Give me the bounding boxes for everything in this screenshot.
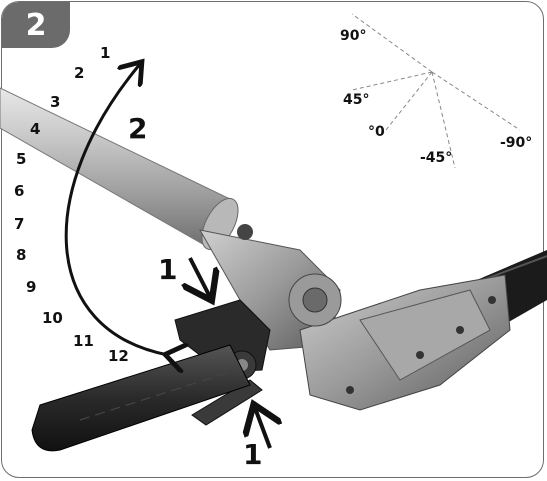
angle-label-90: 90° (340, 28, 367, 44)
position-number: 3 (50, 93, 61, 111)
position-number: 5 (16, 150, 27, 168)
position-number: 1 (100, 44, 111, 62)
position-number: 7 (14, 215, 25, 233)
angle-label-minus-90: -90° (500, 135, 533, 151)
angle-label-0: °0 (368, 124, 385, 140)
step-badge: 2 (2, 2, 70, 48)
position-number: 10 (42, 309, 63, 327)
position-number: 6 (14, 182, 25, 200)
position-number: 11 (73, 332, 94, 350)
shaft (0, 87, 239, 251)
step-one-top-label: 1 (158, 253, 178, 286)
position-number: 9 (26, 278, 37, 296)
step-two-label: 2 (128, 112, 148, 145)
position-number: 12 (108, 347, 129, 365)
up-arrow-icon (255, 408, 270, 449)
step-one-bottom-label: 1 (243, 438, 263, 471)
handle-grip (31, 344, 251, 452)
angle-label-45: 45° (343, 92, 370, 108)
angle-guide (351, 13, 521, 169)
angle-label-minus-45: -45° (420, 150, 453, 166)
down-arrow-icon (190, 257, 210, 297)
position-number: 8 (16, 246, 27, 264)
position-number: 2 (74, 64, 85, 82)
position-number: 4 (30, 120, 41, 138)
gear-housing (199, 224, 511, 411)
curved-arrow-icon (64, 64, 168, 355)
